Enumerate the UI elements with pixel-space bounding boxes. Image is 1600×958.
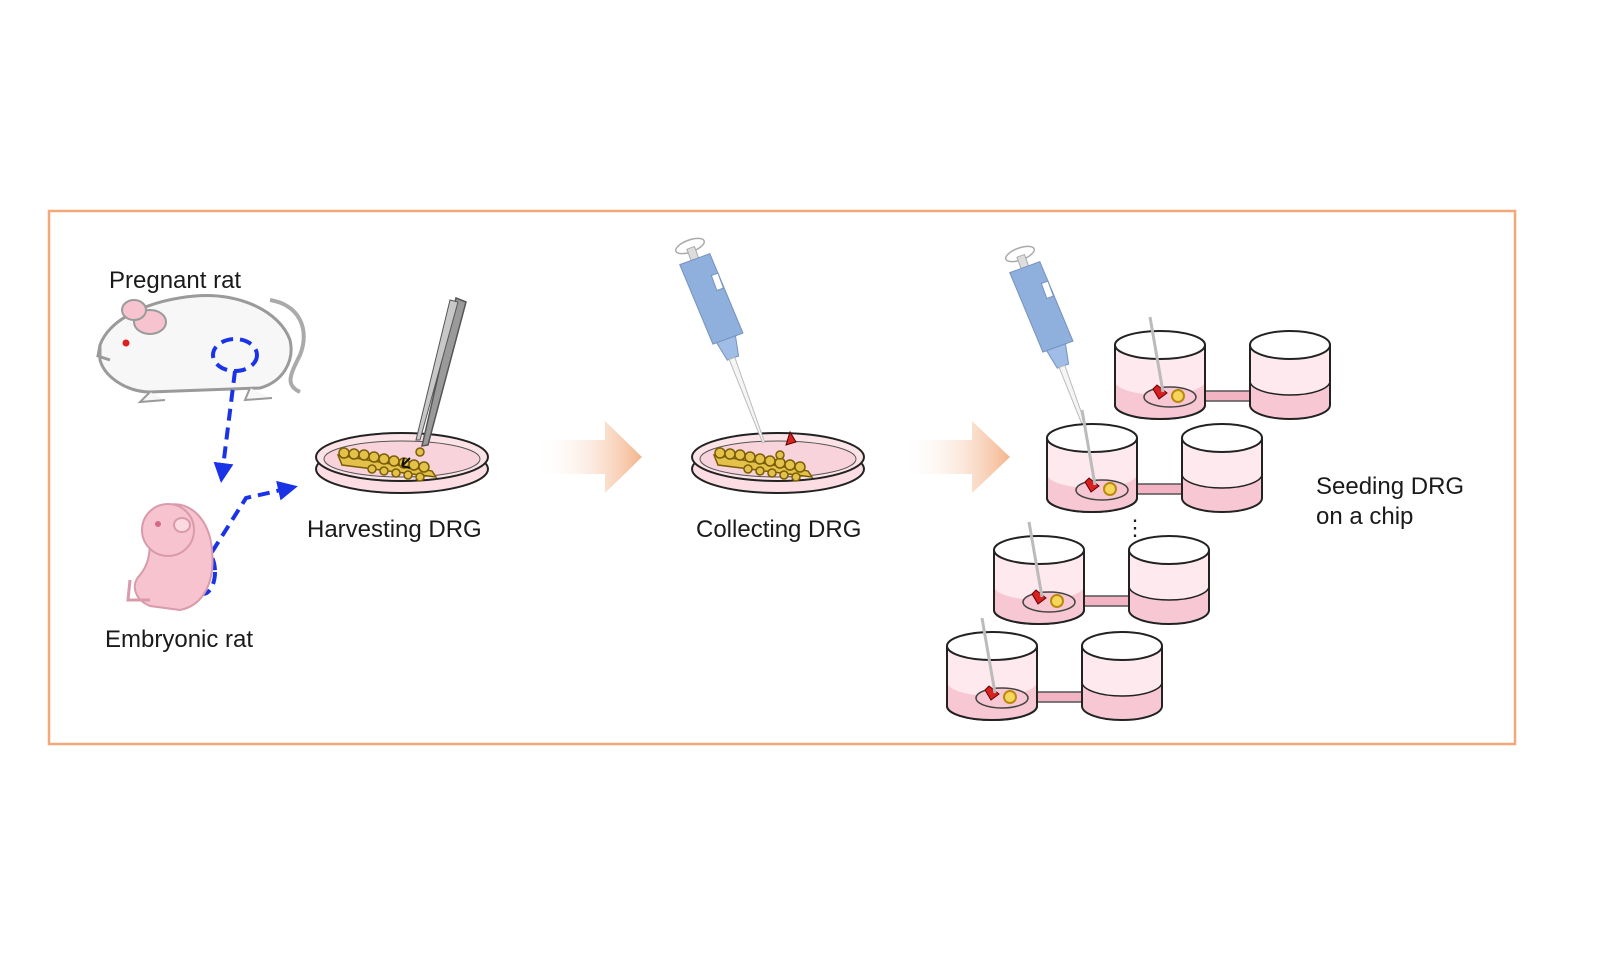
forceps-icon	[401, 296, 467, 469]
embryo-icon	[126, 503, 214, 612]
process-arrow-icon	[901, 421, 1010, 493]
process-arrow-icon	[535, 421, 642, 493]
label-collecting: Collecting DRG	[696, 516, 861, 543]
label-pregnant-rat: Pregnant rat	[109, 267, 241, 294]
chip-ellipsis: ⋮	[1124, 515, 1146, 540]
label-harvesting: Harvesting DRG	[307, 516, 482, 543]
collect-dish	[691, 430, 865, 494]
label-seeding-line2: on a chip	[1316, 503, 1413, 530]
label-embryonic-rat: Embryonic rat	[105, 626, 253, 653]
label-seeding-line1: Seeding DRG	[1316, 473, 1464, 500]
